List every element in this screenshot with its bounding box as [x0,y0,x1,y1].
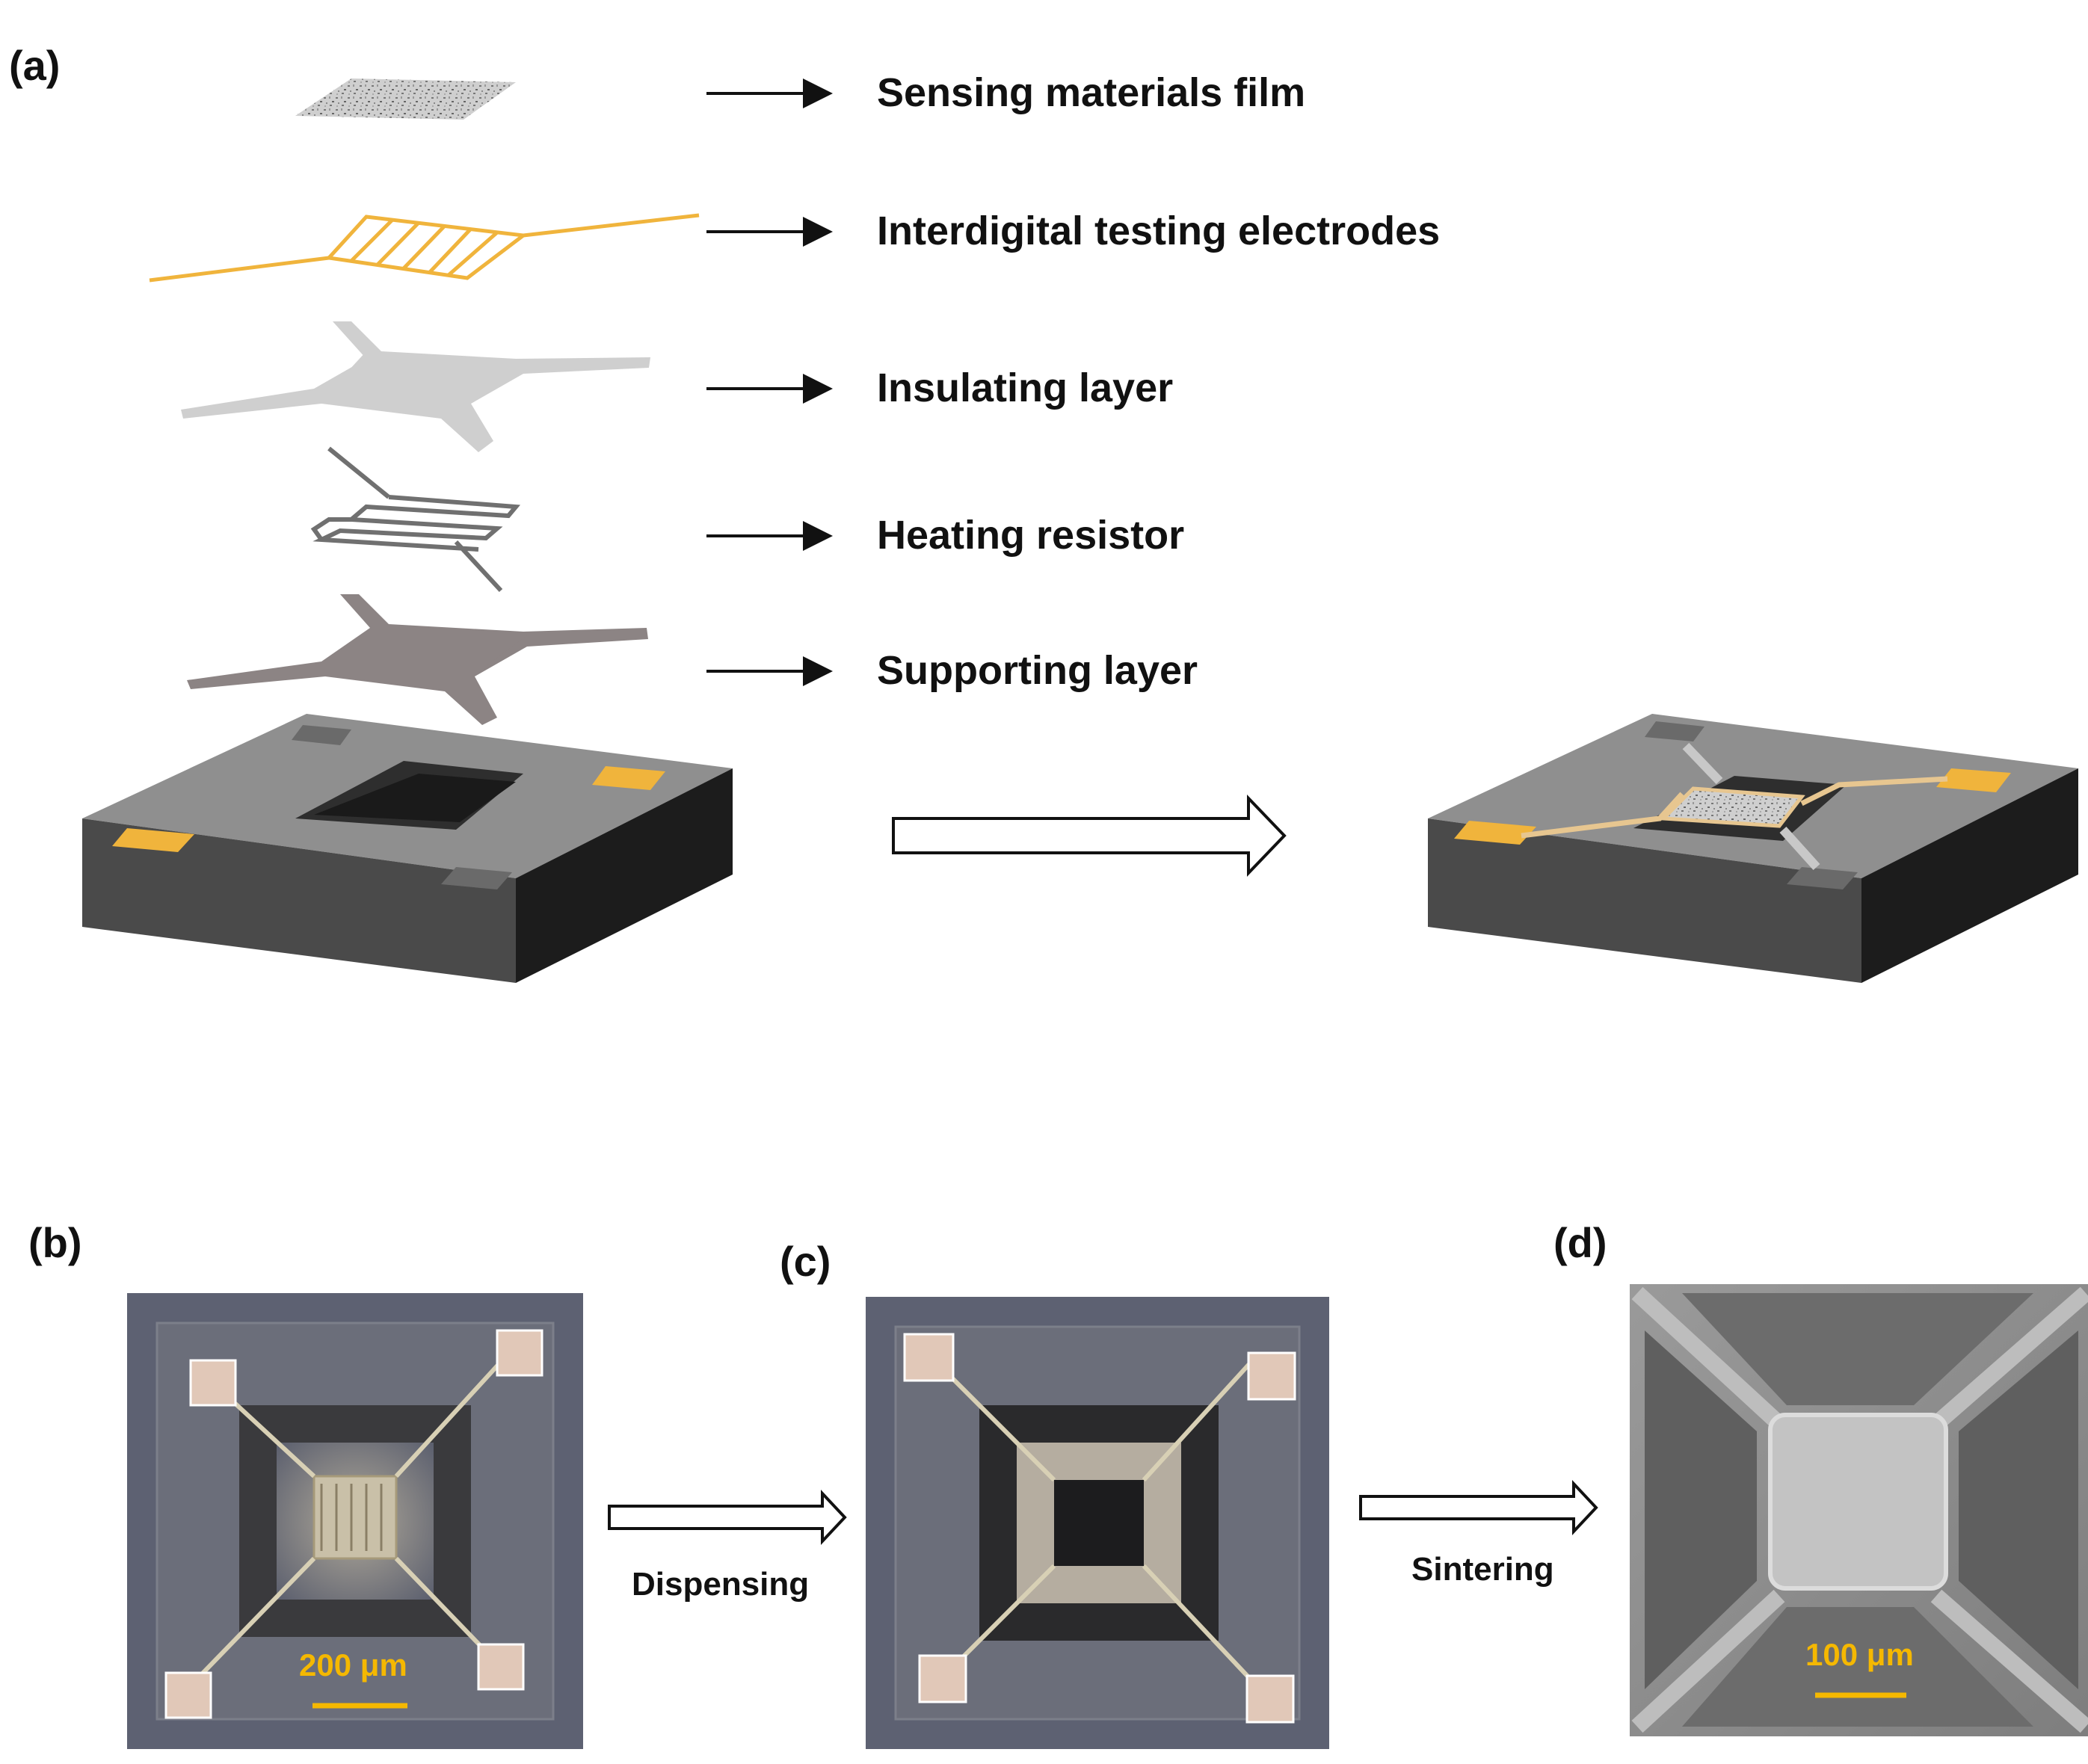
bare-chip-3d [82,714,733,983]
interdigital-electrodes-layer [149,213,700,283]
layer-arrows [706,78,833,686]
process-arrow-sintering [1359,1479,1598,1536]
process-arrow-dispensing [608,1489,847,1546]
panel-label-b: (b) [28,1219,82,1266]
label-heating-resistor: Heating resistor [877,513,1185,558]
sensing-film-layer [295,78,516,120]
scale-label-d: 100 μm [1805,1637,1914,1672]
supporting-layer [187,594,648,725]
panel-label-a: (a) [9,42,61,89]
process-arrow-a [892,795,1287,877]
panel-label-c: (c) [780,1238,831,1285]
scale-label-b: 200 μm [299,1647,407,1683]
label-sensing-film: Sensing materials film [877,70,1306,115]
label-insulating-layer: Insulating layer [877,366,1174,410]
label-interdigital-electrodes: Interdigital testing electrodes [877,209,1441,253]
heating-resistor-layer [310,446,521,593]
insulating-layer [181,321,650,452]
micrograph-b [127,1293,583,1749]
label-supporting-layer: Supporting layer [877,648,1198,693]
sem-image-d [1630,1284,2088,1736]
finished-chip-3d [1428,714,2078,983]
micrograph-c [866,1297,1329,1749]
panel-label-d: (d) [1553,1219,1607,1266]
label-sintering: Sintering [1411,1551,1554,1588]
label-dispensing: Dispensing [632,1566,810,1603]
